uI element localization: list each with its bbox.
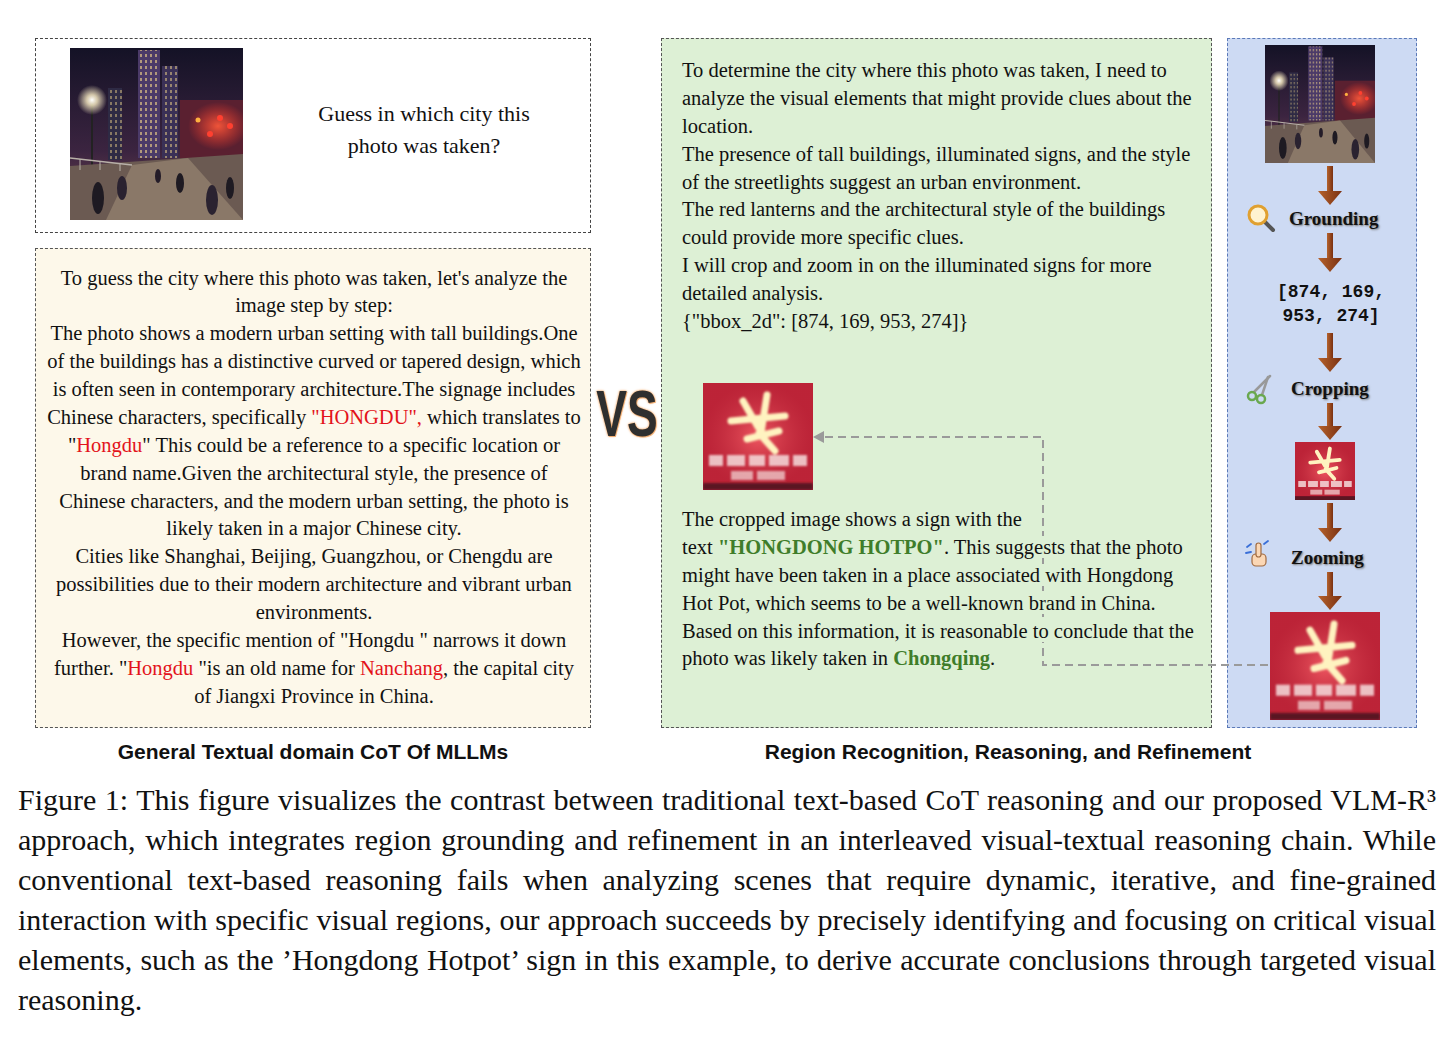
reasoning-text: Cities like Shanghai, Beijing, Guangzhou… (56, 545, 572, 623)
reasoning-text: "HONGDU", (311, 406, 422, 428)
text-group: Zooming (1291, 546, 1411, 570)
reasoning-text: . (990, 647, 995, 669)
text-line-block: Grounding (1289, 207, 1411, 231)
panel-title: Region Recognition, Reasoning, and Refin… (600, 740, 1416, 764)
reasoning-text: Hongdu (127, 657, 193, 679)
step-label: Grounding (1289, 208, 1378, 229)
text-line-block: The presence of tall buildings, illumina… (682, 141, 1197, 197)
scissors-icon (1248, 376, 1270, 403)
text-line-block: Zooming (1291, 546, 1411, 570)
reasoning-text: To determine the city where this photo w… (682, 59, 1192, 137)
cropped-sign (703, 383, 813, 490)
bbox-coordinates: [874, 169, 953, 274] (1277, 282, 1385, 326)
text-group: Guess in which city this photo was taken… (294, 98, 554, 162)
step-label: Cropping (1291, 378, 1369, 399)
reasoning-text: Chongqing (893, 647, 990, 669)
zoomed-sign (1270, 612, 1380, 720)
city-photo (1265, 45, 1378, 163)
reasoning-text: To guess the city where this photo was t… (61, 267, 568, 317)
text-line-block: However, the specific mention of "Hongdu… (46, 627, 582, 711)
city-photo (70, 48, 248, 220)
text-line-block: The cropped image shows a sign with the … (682, 506, 1197, 618)
reasoning-text: {"bbox_2d": [874, 169, 953, 274]} (682, 310, 968, 332)
text-line-block: Based on this information, it is reasona… (682, 618, 1197, 674)
text-line-block: I will crop and zoom in on the illuminat… (682, 252, 1197, 308)
hand-icon (1246, 541, 1268, 566)
text-line-block: {"bbox_2d": [874, 169, 953, 274]} (682, 308, 1197, 336)
text-line-block: [874, 169, 953, 274] (1261, 281, 1401, 329)
panel-title: General Textual domain CoT Of MLLMs (35, 740, 591, 764)
reasoning-text: "is an old name for (198, 657, 354, 679)
text-line-block: The photo shows a modern urban setting w… (46, 320, 582, 543)
dashed-leader (813, 431, 1268, 665)
figure-caption: Figure 1: This figure visualizes the con… (18, 780, 1436, 1020)
reasoning-text: The presence of tall buildings, illumina… (682, 143, 1190, 193)
text-line-block: Cropping (1291, 377, 1411, 401)
text-group: To determine the city where this photo w… (682, 57, 1197, 336)
magnifier-icon (1249, 206, 1273, 230)
reasoning-text: Nanchang (360, 657, 443, 679)
text-line-block: Cities like Shanghai, Beijing, Guangzhou… (46, 543, 582, 627)
text-line-block: Guess in which city this photo was taken… (294, 98, 554, 162)
reasoning-text: "HONGDONG HOTPO" (718, 536, 944, 558)
pipeline-arrows (1318, 166, 1342, 610)
text-line-block: To guess the city where this photo was t… (46, 265, 582, 321)
reasoning-text: I will crop and zoom in on the illuminat… (682, 254, 1152, 304)
text-line-block: The red lanterns and the architectural s… (682, 196, 1197, 252)
text-cot-box: To guess the city where this photo was t… (35, 248, 591, 728)
text-group: To guess the city where this photo was t… (46, 265, 582, 711)
reasoning-text: Hongdu (76, 434, 142, 456)
pipeline-panel: Grounding [874, 169, 953, 274] CroppingZoo… (1227, 38, 1417, 728)
cropped-sign (1295, 442, 1355, 500)
question-box: Guess in which city this photo was taken… (35, 38, 591, 233)
text-line-block: To determine the city where this photo w… (682, 57, 1197, 141)
text-group: The cropped image shows a sign with the … (682, 506, 1197, 673)
vlm-r3-box: To determine the city where this photo w… (661, 38, 1212, 728)
step-label: Zooming (1291, 547, 1364, 568)
vs-mark: VS (595, 382, 660, 446)
text-group: Cropping (1291, 377, 1411, 401)
text-group: [874, 169, 953, 274] (1261, 281, 1401, 329)
text-group: Grounding (1289, 207, 1411, 231)
reasoning-text: The red lanterns and the architectural s… (682, 198, 1165, 248)
question-text: Guess in which city this photo was taken… (318, 101, 529, 158)
